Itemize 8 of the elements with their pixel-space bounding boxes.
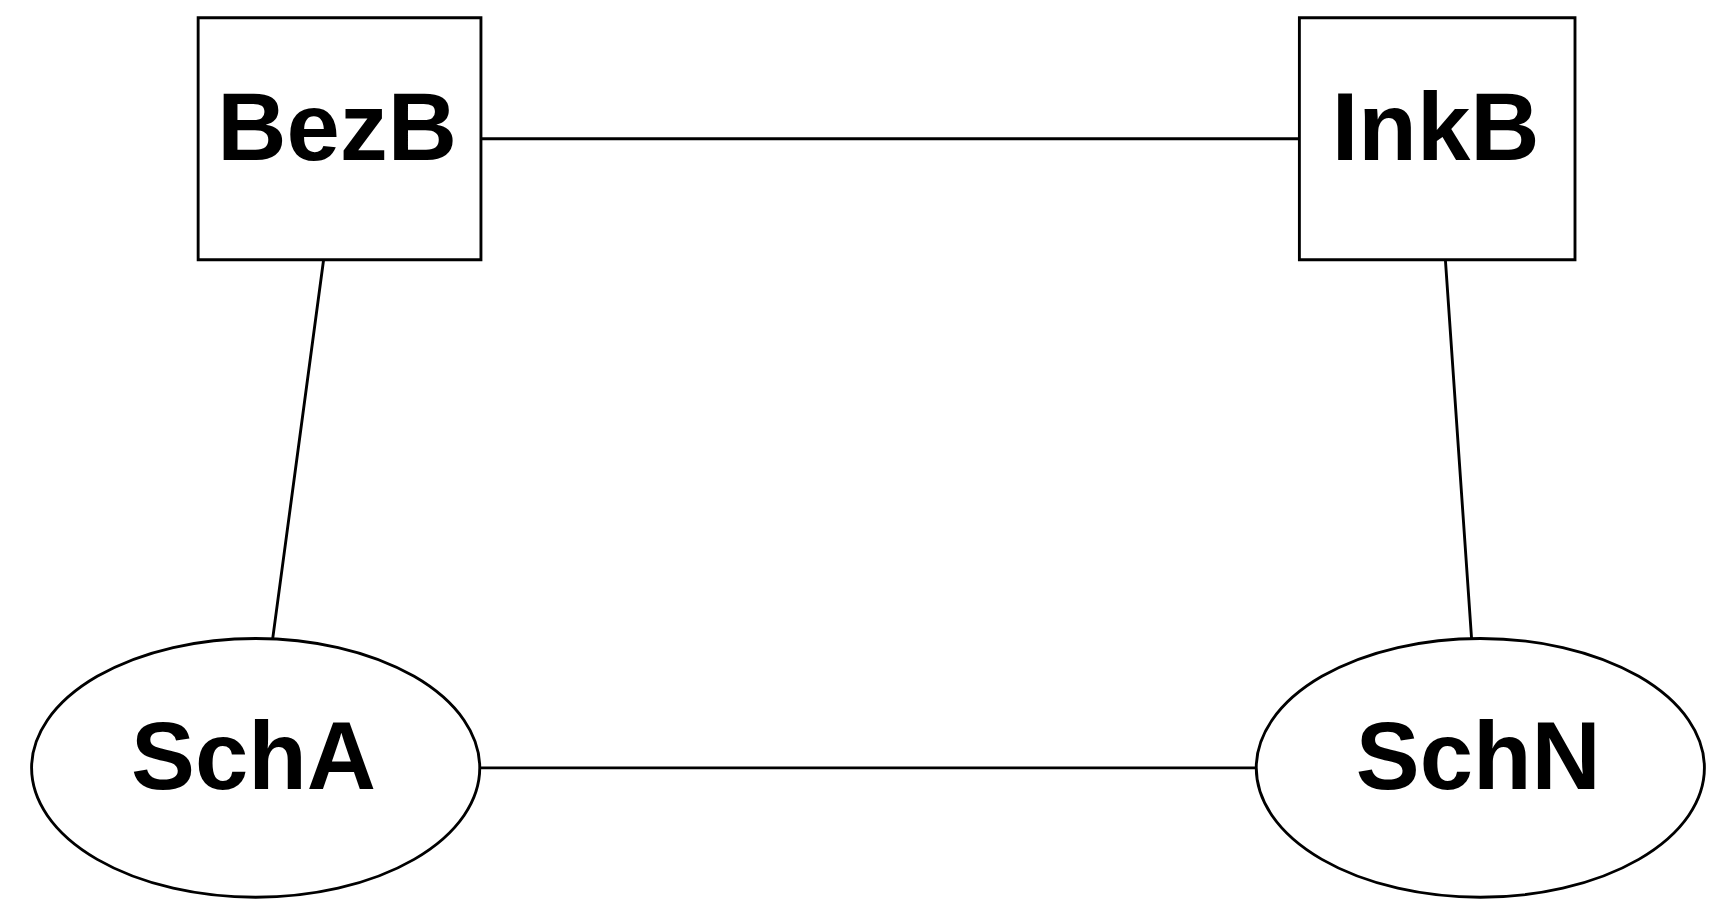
node-ellipse: SchA [29, 637, 481, 899]
node-ellipse: SchN [1254, 637, 1706, 899]
connector [1443, 259, 1473, 639]
connector [480, 137, 1299, 141]
node-box: BezB [196, 16, 482, 262]
connector [480, 766, 1256, 770]
connector [270, 259, 325, 639]
node-box: InkB [1297, 16, 1576, 262]
